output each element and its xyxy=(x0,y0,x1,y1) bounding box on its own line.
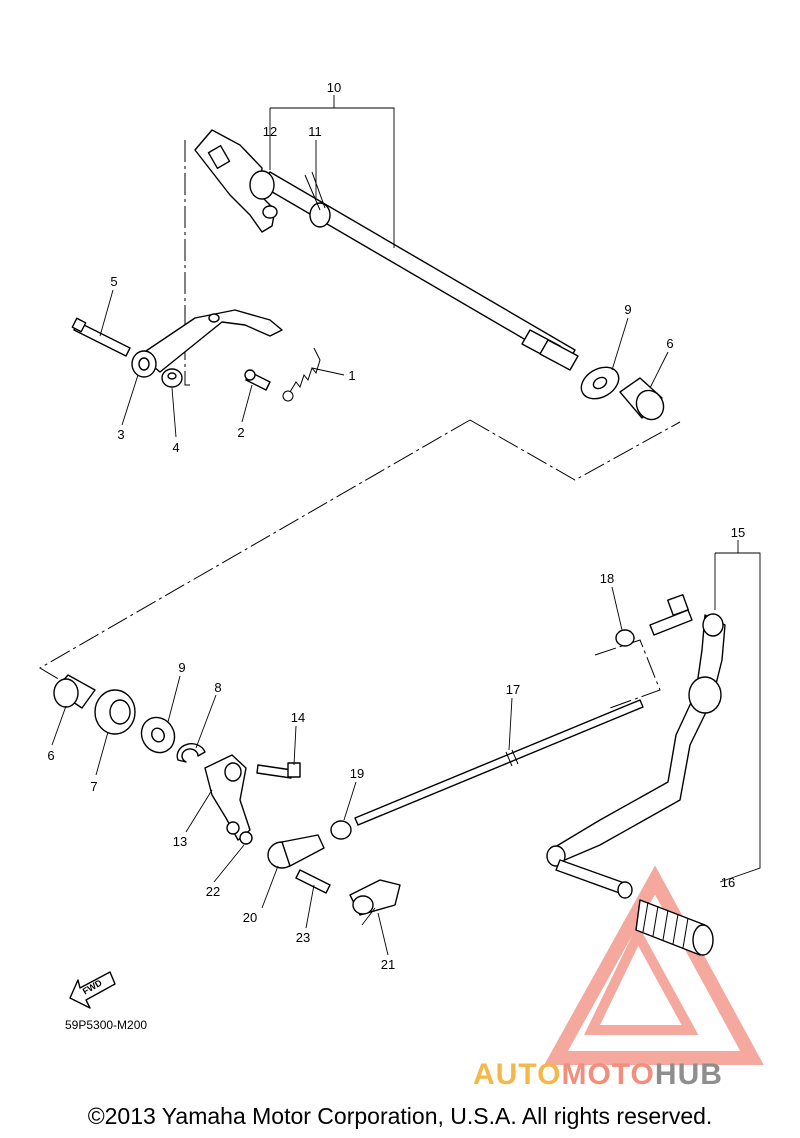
callout-5: 5 xyxy=(110,274,117,289)
watermark-part-hub: HUB xyxy=(654,1058,723,1091)
callout-10: 10 xyxy=(327,80,341,95)
callout-15: 15 xyxy=(731,525,745,540)
callout-8: 8 xyxy=(214,680,221,695)
callout-6a: 6 xyxy=(666,336,673,351)
callout-12: 12 xyxy=(263,124,277,139)
callout-13: 13 xyxy=(173,834,187,849)
boundary-lines xyxy=(39,140,681,709)
callout-20: 20 xyxy=(243,910,257,925)
callout-1: 1 xyxy=(348,368,355,383)
callout-7: 7 xyxy=(90,779,97,794)
callout-11: 11 xyxy=(308,124,322,139)
callout-17: 17 xyxy=(506,682,520,697)
callout-9b: 9 xyxy=(178,660,185,675)
watermark-wordmark: AUTOMOTOHUB xyxy=(473,1058,723,1092)
callout-23: 23 xyxy=(296,930,310,945)
callout-14: 14 xyxy=(291,710,305,725)
callouts: 1 2 3 4 5 6 9 10 11 12 6 7 8 9 13 14 15 … xyxy=(47,80,745,972)
callout-3: 3 xyxy=(117,427,124,442)
diagram-code: 59P5300-M200 xyxy=(65,1018,148,1032)
callout-22: 22 xyxy=(206,884,220,899)
callout-6b: 6 xyxy=(47,748,54,763)
copyright-notice: ©2013 Yamaha Motor Corporation, U.S.A. A… xyxy=(87,1103,713,1129)
shift-shaft-assembly xyxy=(71,129,665,421)
callout-9a: 9 xyxy=(624,302,631,317)
callout-18: 18 xyxy=(600,571,614,586)
callout-21: 21 xyxy=(381,957,395,972)
watermark-logo xyxy=(544,865,764,1065)
callout-2: 2 xyxy=(237,425,244,440)
watermark-part-auto: AUTO xyxy=(473,1058,562,1091)
watermark-part-moto: MOTO xyxy=(561,1058,655,1091)
leader-lines xyxy=(51,289,669,956)
bracket-lines xyxy=(269,95,761,883)
callout-16: 16 xyxy=(721,875,735,890)
callout-19: 19 xyxy=(350,766,364,781)
shift-pedal-assembly xyxy=(53,594,726,1009)
callout-4: 4 xyxy=(172,440,179,455)
